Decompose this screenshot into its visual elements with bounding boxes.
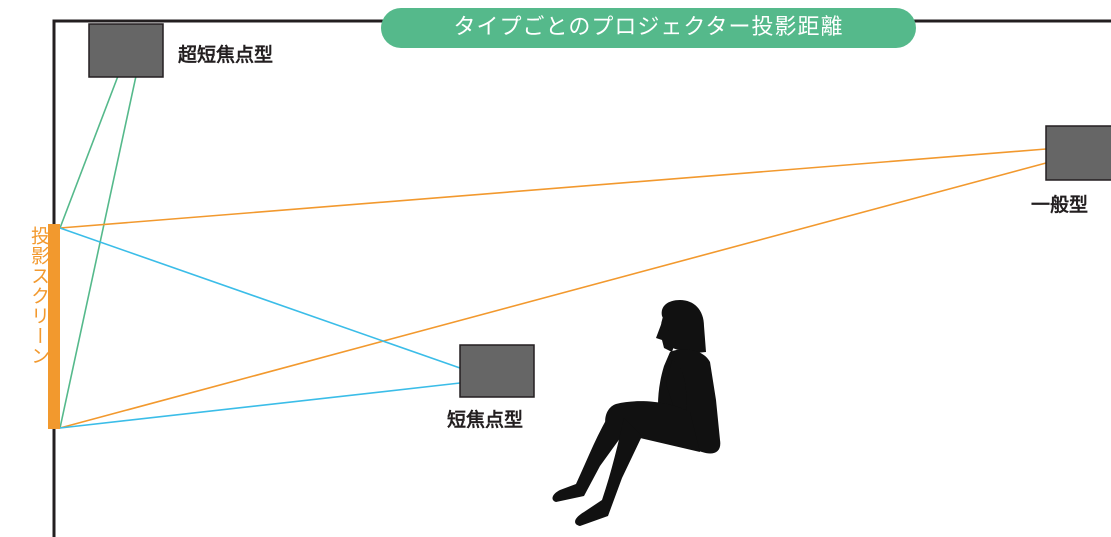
ultra-short-beam-top [59,75,119,229]
standard-projector-icon [1045,125,1111,181]
short-projector-icon [459,344,535,398]
screen-label: 投影スクリーン [28,226,50,366]
standard-beam-bottom [59,162,1047,429]
short-beam-top [59,227,461,369]
ultra-short-throw-beams [59,75,137,429]
ultra-short-beam-bottom [59,75,137,429]
ultra-short-projector-icon [88,23,164,78]
standard-beam-top [59,148,1047,229]
short-throw-beams [59,227,461,429]
ultra-short-projector-label: 超短焦点型 [178,44,274,66]
standard-beams [59,148,1047,429]
projection-screen [48,224,60,429]
room-wall-frame [52,19,1111,537]
person-silhouette-icon [552,300,721,526]
diagram-title: タイプごとのプロジェクター投影距離 [381,8,916,48]
standard-projector-label: 一般型 [1031,194,1089,216]
short-projector-label: 短焦点型 [447,409,524,431]
short-beam-bottom [59,382,461,429]
